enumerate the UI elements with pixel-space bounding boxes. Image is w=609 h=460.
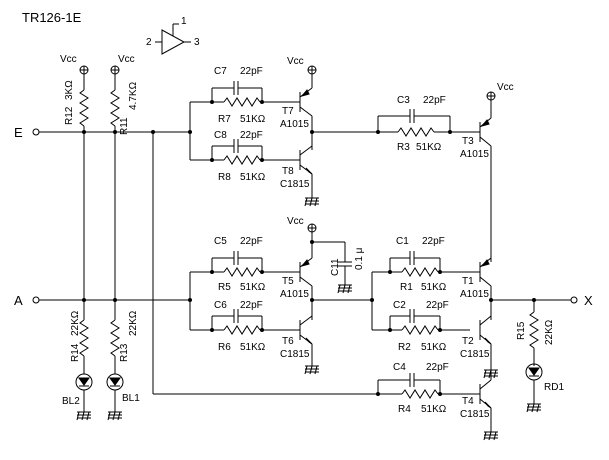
- stage-t7-t8: C7 22pF R7 51KΩ C8 22pF R8 51KΩ Vcc T7 A…: [188, 56, 378, 207]
- a-terminal-label: A: [14, 293, 23, 308]
- r12-value: 3KΩ: [64, 80, 75, 100]
- c7-value: 22pF: [240, 66, 263, 77]
- r3-value: 51KΩ: [416, 142, 442, 153]
- r4-value: 51KΩ: [421, 404, 447, 415]
- r11-value: 4.7KΩ: [128, 81, 139, 110]
- stage-t1-t2: C1 22pF R1 51KΩ C2 22pF R2 51KΩ T1 A1015: [370, 236, 593, 379]
- vcc-r12: Vcc R12 3KΩ: [60, 54, 89, 132]
- svg-text:Vcc: Vcc: [287, 56, 304, 67]
- r14-value: 22KΩ: [70, 310, 81, 336]
- r13-bl1: R13 22KΩ BL1: [106, 310, 140, 421]
- x-terminal-label: X: [584, 293, 593, 308]
- c8-label: C8: [214, 130, 227, 141]
- r2-label: R2: [398, 342, 411, 353]
- e-terminal-label: E: [14, 125, 23, 140]
- r6-value: 51KΩ: [240, 342, 266, 353]
- t2-part: C1815: [460, 349, 490, 360]
- c6-label: C6: [214, 300, 227, 311]
- r12-label: R12: [64, 106, 75, 125]
- bl1-label: BL1: [122, 393, 140, 404]
- t5-part: A1015: [280, 289, 309, 300]
- c5-value: 22pF: [240, 236, 263, 247]
- c2-value: 22pF: [426, 300, 449, 311]
- t6-part: C1815: [280, 349, 310, 360]
- r1-label: R1: [400, 282, 413, 293]
- r1-value: 51KΩ: [421, 282, 447, 293]
- r15-rd1: R15 22KΩ RD1: [516, 298, 564, 413]
- r8-value: 51KΩ: [240, 172, 266, 183]
- r2-value: 51KΩ: [421, 342, 447, 353]
- pin-2-label: 2: [146, 37, 152, 48]
- diagram-title: TR126-1E: [22, 10, 82, 25]
- vcc-r11: Vcc R11 4.7KΩ: [110, 54, 139, 135]
- svg-text:Vcc: Vcc: [60, 54, 77, 65]
- t3-part: A1015: [460, 149, 489, 160]
- r14-bl2: R14 22KΩ BL2: [62, 310, 93, 421]
- buffer-symbol-icon: 1 2 3: [146, 16, 200, 55]
- c5-label: C5: [214, 236, 227, 247]
- t8-label: T8: [282, 166, 294, 177]
- r5-value: 51KΩ: [240, 282, 266, 293]
- svg-text:Vcc: Vcc: [497, 82, 514, 93]
- r4-label: R4: [398, 404, 411, 415]
- r14-label: R14: [70, 343, 81, 362]
- svg-text:Vcc: Vcc: [287, 216, 304, 227]
- pin-1-label: 1: [181, 16, 187, 27]
- t2-label: T2: [462, 336, 474, 347]
- t7-label: T7: [282, 106, 294, 117]
- t7-part: A1015: [280, 119, 309, 130]
- r7-label: R7: [218, 114, 231, 125]
- r8-label: R8: [218, 172, 231, 183]
- c3-label: C3: [397, 95, 410, 106]
- rd1-label: RD1: [544, 382, 564, 393]
- r7-value: 51KΩ: [240, 114, 266, 125]
- pin-3-label: 3: [194, 37, 200, 48]
- c11-value: 0.1 μ: [354, 247, 365, 270]
- r15-label: R15: [516, 321, 527, 340]
- c2-label: C2: [393, 300, 406, 311]
- svg-text:Vcc: Vcc: [118, 54, 135, 65]
- a-input: A: [14, 293, 190, 308]
- c11-label: C11: [330, 258, 341, 276]
- c6-value: 22pF: [240, 300, 263, 311]
- stage-t5-t6: C5 22pF R5 51KΩ C6 22pF R6 51KΩ Vcc T5 A…: [188, 216, 372, 375]
- t6-label: T6: [282, 336, 294, 347]
- r11-label: R11: [119, 117, 130, 135]
- stage-t3: C3 22pF R3 51KΩ Vcc T3 A1015: [376, 82, 514, 262]
- c4-value: 22pF: [426, 362, 449, 373]
- t4-label: T4: [462, 396, 474, 407]
- r5-label: R5: [218, 282, 231, 293]
- c1-value: 22pF: [422, 236, 445, 247]
- r3-label: R3: [397, 142, 410, 153]
- c8-value: 22pF: [240, 130, 263, 141]
- t4-part: C1815: [460, 409, 490, 420]
- t1-label: T1: [462, 276, 474, 287]
- bl2-label: BL2: [62, 396, 80, 407]
- t1-part: A1015: [460, 289, 489, 300]
- t5-label: T5: [282, 276, 294, 287]
- r13-label: R13: [119, 343, 130, 362]
- t3-label: T3: [462, 136, 474, 147]
- c3-value: 22pF: [423, 95, 446, 106]
- c7-label: C7: [214, 66, 227, 77]
- e-input: E: [14, 125, 190, 140]
- t8-part: C1815: [280, 179, 310, 190]
- stage-t4: C4 22pF R4 51KΩ T4 C1815: [376, 362, 499, 441]
- c4-label: C4: [393, 362, 406, 373]
- r6-label: R6: [218, 342, 231, 353]
- r13-value: 22KΩ: [128, 310, 139, 336]
- c1-label: C1: [396, 236, 409, 247]
- r15-value: 22KΩ: [544, 319, 555, 345]
